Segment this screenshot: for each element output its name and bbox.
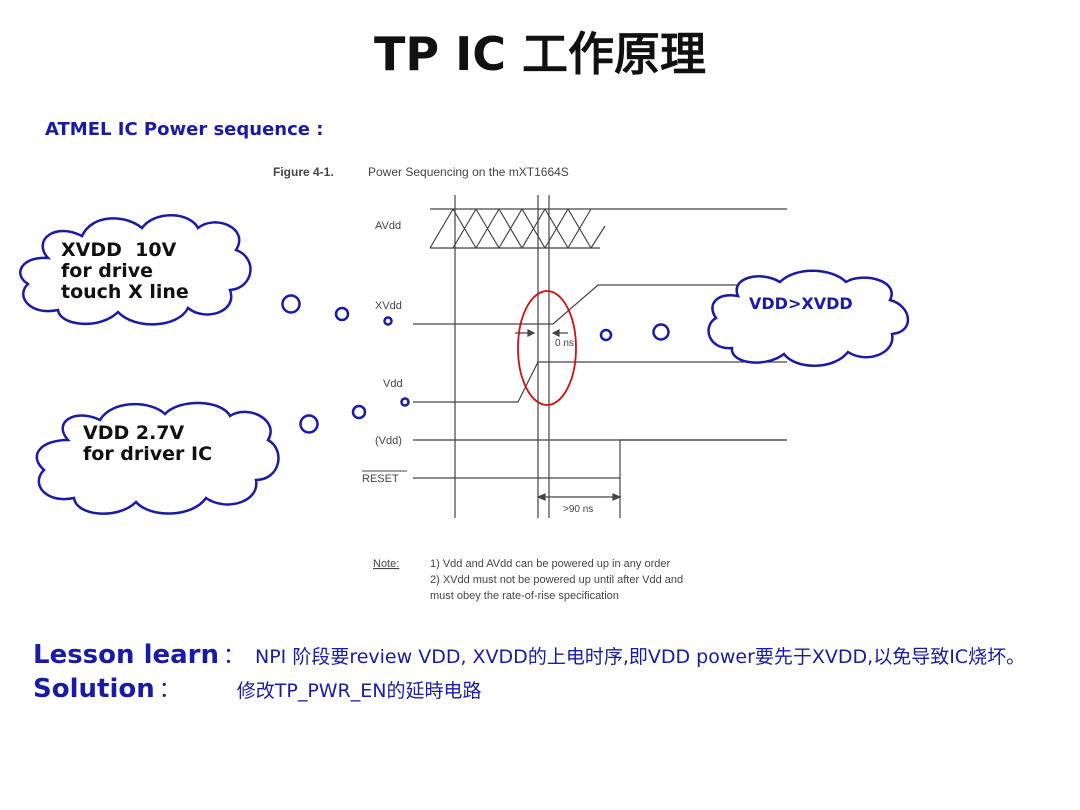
- lesson-learn-text: NPI 阶段要review VDD, XVDD的上电时序,即VDD power要…: [255, 646, 1026, 668]
- note-line-2: 2) XVdd must not be powered up until aft…: [430, 574, 683, 586]
- page-title: TP IC 工作原理: [374, 27, 706, 81]
- note-line-1: 1) Vdd and AVdd can be powered up in any…: [430, 558, 670, 570]
- lesson-learn-row: Lesson learn ： NPI 阶段要review VDD, XVDD的上…: [33, 638, 1025, 672]
- solution-label: Solution: [33, 674, 155, 704]
- lesson-learn-colon: ：: [223, 644, 246, 669]
- cloud-xvdd: [19, 214, 252, 326]
- signal-label-reset: RESET: [362, 473, 399, 485]
- solution-text: 修改TP_PWR_EN的延時电路: [236, 680, 482, 702]
- bubble-xvdd-1: [281, 294, 301, 314]
- signal-label-vdd-paren: (Vdd): [375, 435, 402, 447]
- cloud-vdd: [35, 401, 280, 515]
- section-subtitle: ATMEL IC Power sequence :: [45, 119, 324, 140]
- callout-vdd-text: VDD 2.7V for driver IC: [83, 423, 212, 465]
- bubble-order-1: [652, 323, 670, 341]
- bubble-xvdd-3: [383, 316, 393, 326]
- bubble-xvdd-2: [334, 306, 350, 322]
- solution-colon: ：: [158, 678, 181, 703]
- cloud-order: [707, 269, 910, 367]
- callout-xvdd-text: XVDD 10V for drive touch X line: [61, 239, 189, 303]
- bubble-vdd-3: [400, 397, 410, 407]
- figure-caption-label: Figure 4-1.: [273, 165, 334, 179]
- figure-caption-text: Power Sequencing on the mXT1664S: [368, 165, 569, 179]
- callout-vdd-lines: VDD 2.7V for driver IC: [83, 422, 213, 465]
- solution-row: Solution ： 修改TP_PWR_EN的延時电路: [33, 672, 1025, 706]
- note-line-3: must obey the rate-of-rise specification: [430, 590, 619, 602]
- timing-label-0ns: 0 ns: [555, 338, 574, 349]
- signal-label-avdd: AVdd: [375, 220, 401, 232]
- timing-waveforms: [413, 195, 787, 518]
- lesson-learn-label: Lesson learn: [33, 640, 219, 670]
- bubble-order-2: [599, 328, 613, 342]
- lesson-block: Lesson learn ： NPI 阶段要review VDD, XVDD的上…: [33, 638, 1025, 706]
- callout-order-text: VDD>XVDD: [749, 294, 853, 313]
- bubble-vdd-1: [299, 414, 319, 434]
- timing-label-90ns: >90 ns: [563, 504, 593, 515]
- highlight-ellipse: [517, 290, 577, 406]
- signal-label-vdd: Vdd: [383, 378, 403, 390]
- bubble-vdd-2: [351, 404, 367, 420]
- note-label: Note:: [373, 558, 399, 570]
- signal-label-xvdd: XVdd: [375, 300, 402, 312]
